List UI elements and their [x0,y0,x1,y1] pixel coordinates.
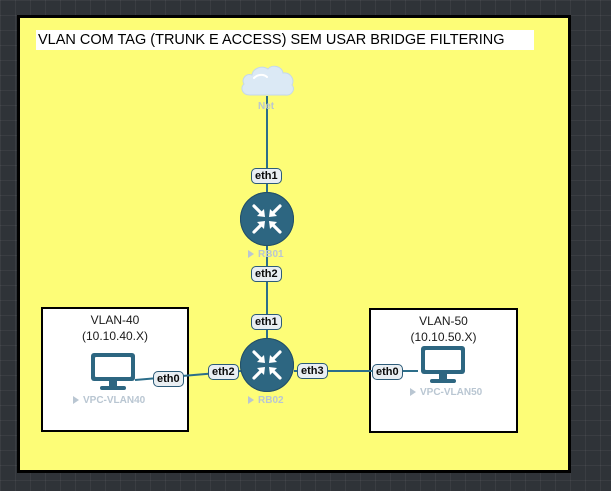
vpc-vlan50-label-text: VPC-VLAN50 [420,387,483,398]
rb02-eth2-tag[interactable]: eth2 [208,364,239,380]
vpc-vlan50-label: VPC-VLAN50 [410,387,482,399]
net-node[interactable] [238,62,296,98]
vlan-40-subnet: (10.10.40.X) [81,329,149,343]
vpc40-eth0-tag[interactable]: eth0 [153,371,184,387]
play-icon [248,396,254,404]
router-icon [252,204,282,234]
vpc-vlan40-label-text: VPC-VLAN40 [83,395,146,406]
monitor-icon [91,353,135,390]
rb01-eth2-tag[interactable]: eth2 [251,266,282,282]
router-icon [252,350,282,380]
rb02-eth1-tag[interactable]: eth1 [251,314,282,330]
lab-title: VLAN COM TAG (TRUNK E ACCESS) SEM USAR B… [36,30,534,50]
rb02-eth3-tag[interactable]: eth3 [297,363,328,379]
vlan-50-subnet: (10.10.50.X) [410,330,477,344]
rb01-eth1-tag[interactable]: eth1 [251,168,282,184]
vlan-50-name: VLAN-50 [419,314,468,328]
rb02-label: RB02 [248,395,284,407]
rb01-node[interactable] [240,192,294,246]
vpc-vlan40-label: VPC-VLAN40 [73,395,145,407]
vpc-vlan50-node[interactable] [419,345,467,390]
monitor-icon [421,346,465,383]
play-icon [248,250,254,258]
vlan-40-name: VLAN-40 [90,313,140,327]
play-icon [73,396,79,404]
net-label: Net [258,101,275,112]
vpc50-eth0-tag[interactable]: eth0 [372,364,403,380]
vpc-vlan40-node[interactable] [89,352,137,397]
cloud-icon [241,65,294,96]
play-icon [410,388,416,396]
rb01-label: RB01 [248,249,284,261]
rb02-node[interactable] [240,338,294,392]
rb01-label-text: RB01 [258,249,284,260]
rb02-label-text: RB02 [258,395,284,406]
